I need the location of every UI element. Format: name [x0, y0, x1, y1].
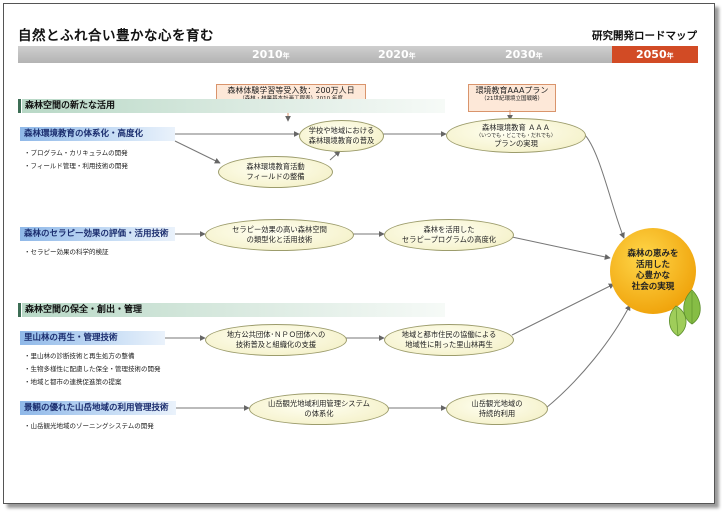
- section-marker: [18, 99, 21, 113]
- section-marker: [18, 303, 21, 317]
- node-therapy-program: 森林を活用したセラピープログラムの高度化: [384, 219, 514, 251]
- year-2030: 2030年: [505, 48, 543, 61]
- timeline-bar: [18, 46, 698, 63]
- node-field-maintenance: 森林環境教育活動フィールドの整備: [218, 156, 333, 188]
- callout-aaa-plan: 環境教育AAAプラン （21世紀環境立国戦略）: [468, 84, 556, 112]
- goal-circle: 森林の恵みを 活用した 心豊かな 社会の実現: [610, 228, 696, 314]
- arrow-sustainable-to-goal: [545, 304, 631, 409]
- callout-aaa-note: （21世紀環境立国戦略）: [481, 96, 543, 102]
- arrow-program-to-goal: [511, 236, 611, 260]
- category-therapy: 森林のセラピー効果の評価・活用技術: [20, 227, 175, 241]
- arrow-aaa-to-goal: [583, 133, 625, 239]
- node-sustainable-use: 山岳観光地域の持続的利用: [446, 393, 548, 425]
- year-2050: 2050年: [636, 48, 674, 61]
- callout-experience-title: 森林体験学習等受入数：200万人日: [227, 86, 355, 95]
- category-satoyama: 里山林の再生・管理技術: [20, 331, 165, 345]
- node-therapy-space: セラピー効果の高い森林空間の類型化と活用技術: [205, 219, 354, 251]
- bullet-env-program: ・プログラム・カリキュラムの開発: [24, 149, 128, 157]
- category-scenic-mountain: 景観の優れた山岳地域の利用管理技術: [20, 401, 176, 415]
- arrow-cooperation-to-goal: [511, 283, 615, 336]
- bullet-satoyama-biodiversity: ・生物多様性に配慮した保全・管理技術の開発: [24, 365, 161, 373]
- arrow-field-to-school: [329, 150, 341, 161]
- node-localgov-support: 地方公共団体･ＮＰＯ団体への技術普及と組織化の支援: [205, 324, 347, 356]
- bullet-env-field: ・フィールド管理・利用技術の開発: [24, 162, 128, 170]
- node-satoyama-cooperation: 地域と都市住民の協働による地域性に則った里山林再生: [384, 324, 514, 356]
- timeline-2050-highlight: [612, 46, 698, 63]
- category-env-education: 森林環境教育の体系化・高度化: [20, 127, 175, 141]
- bullet-satoyama-cooperation: ・地域と都市の連携促進策の提案: [24, 378, 122, 386]
- callout-aaa-title: 環境教育AAAプラン: [475, 86, 549, 95]
- bullet-therapy-verification: ・セラピー効果の科学的検証: [24, 248, 109, 256]
- section-conservation: 森林空間の保全・創出・管理: [22, 303, 445, 317]
- bullet-satoyama-diagnosis: ・里山林の診断技術と再生処方の整備: [24, 352, 135, 360]
- leaf-icon: [669, 289, 701, 337]
- node-mountain-system: 山岳観光地域利用管理システムの体系化: [249, 393, 389, 425]
- year-2020: 2020年: [378, 48, 416, 61]
- page-title: 自然とふれ合い豊かな心を育む: [18, 28, 214, 44]
- node-aaa-realization: 森林環境教育 ＡＡＡ（いつでも・どこでも・だれでも）プランの実現: [446, 118, 586, 153]
- year-2010: 2010年: [252, 48, 290, 61]
- bullet-scenic-zoning: ・山岳観光地域のゾーニングシステムの開発: [24, 422, 154, 430]
- arrow-env-to-field: [174, 140, 221, 164]
- node-school-spread: 学校や地域における森林環境教育の普及: [299, 120, 384, 152]
- brand-label: 研究開発ロードマップ: [592, 30, 697, 42]
- section-new-use: 森林空間の新たな活用: [22, 99, 445, 113]
